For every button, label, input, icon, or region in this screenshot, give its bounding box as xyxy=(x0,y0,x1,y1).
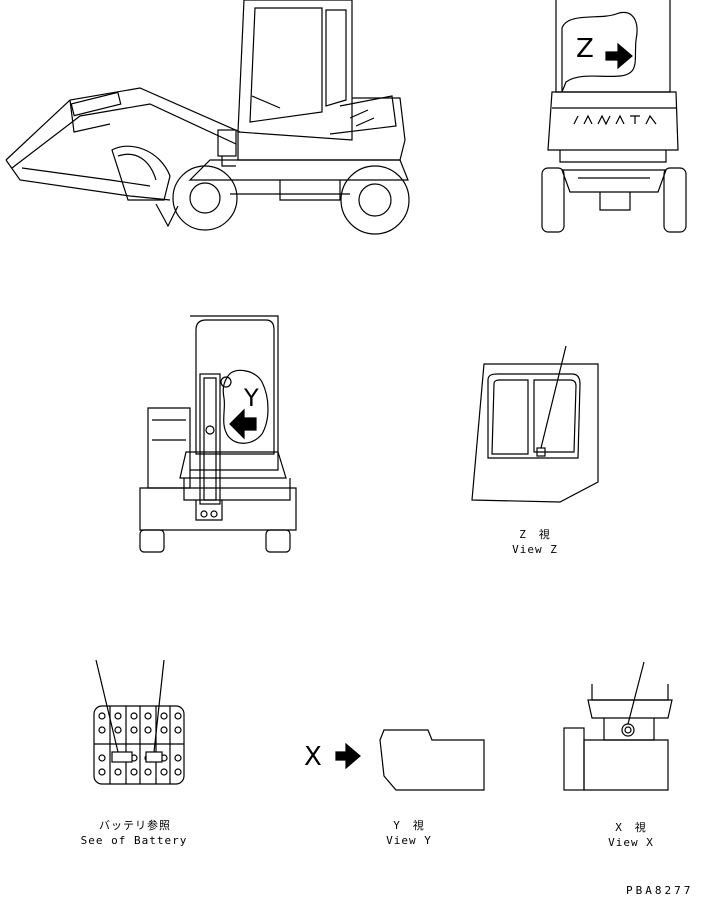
excavator-front-view xyxy=(139,315,297,553)
drawing-number: PBA8277 xyxy=(626,884,694,897)
view-y-detail xyxy=(379,729,485,791)
view-y-caption-jp: Y 視 xyxy=(393,819,425,832)
excavator-side-view xyxy=(5,0,410,235)
battery-detail xyxy=(93,659,185,785)
view-z-detail xyxy=(471,345,599,503)
battery-caption-jp: バッテリ参照 xyxy=(99,819,171,832)
view-x-caption-jp: X 視 xyxy=(615,821,647,834)
view-y-callout-letter: Y xyxy=(244,384,259,412)
view-z-callout-letter: Z xyxy=(576,34,594,64)
view-x-callout-letter: X xyxy=(304,742,322,772)
view-y-arrow-icon xyxy=(229,408,257,440)
battery-caption-en: See of Battery xyxy=(80,834,188,847)
view-z-caption-en: View Z xyxy=(512,543,558,556)
view-x-caption-en: View X xyxy=(608,836,654,849)
view-z-arrow-icon xyxy=(605,42,633,70)
view-y-caption-en: View Y xyxy=(386,834,432,847)
view-x-arrow-icon xyxy=(335,742,361,770)
brand-lettering xyxy=(573,114,657,126)
excavator-rear-view xyxy=(541,0,687,233)
view-z-caption-jp: Z 視 xyxy=(519,528,551,541)
view-x-detail xyxy=(563,661,673,791)
